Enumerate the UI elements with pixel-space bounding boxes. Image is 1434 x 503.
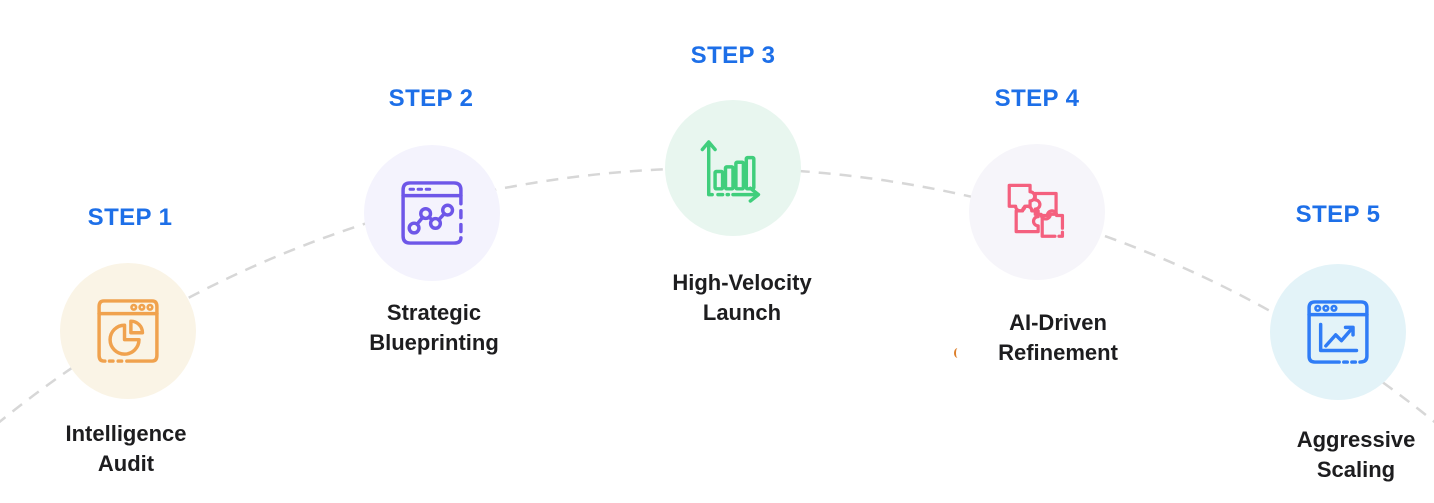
puzzle-pieces-icon bbox=[1007, 183, 1065, 238]
step-1-circle bbox=[60, 263, 196, 399]
step-2-title-line1: Strategic bbox=[386, 300, 482, 325]
step-4-heading: STEP 4 bbox=[994, 85, 1080, 112]
step-3-title-line1: High-Velocity bbox=[672, 270, 812, 295]
step-2-circle bbox=[364, 145, 500, 281]
growth-bar-chart-icon bbox=[700, 140, 761, 203]
step-3-title: High-Velocity Launch bbox=[672, 268, 811, 328]
step-4-title-line1: AI-Driven bbox=[1009, 310, 1107, 335]
browser-pie-chart-icon bbox=[97, 299, 159, 363]
step-1-heading: STEP 1 bbox=[87, 204, 173, 231]
step-4-title: AI-Driven Refinement bbox=[998, 308, 1118, 368]
step-5-title-line1: Aggressive bbox=[1296, 427, 1416, 452]
step-3-title-line2: Launch bbox=[702, 300, 782, 325]
step-1-title-line2: Audit bbox=[97, 451, 155, 476]
step-1-title: Intelligence Audit bbox=[65, 419, 186, 479]
step-5-circle bbox=[1270, 264, 1406, 400]
step-2-title: Strategic Blueprinting bbox=[369, 298, 499, 358]
step-4-title-line2: Refinement bbox=[998, 340, 1118, 365]
step-5-title-line2: Scaling bbox=[1316, 457, 1396, 482]
step-3-heading: STEP 3 bbox=[690, 42, 776, 69]
step-2-title-line2: Blueprinting bbox=[369, 330, 499, 355]
stray-mark bbox=[954, 348, 961, 358]
step-3-circle bbox=[665, 100, 801, 236]
step-4-circle bbox=[969, 144, 1105, 280]
browser-line-chart-icon bbox=[1307, 300, 1369, 364]
step-5-heading: STEP 5 bbox=[1295, 201, 1381, 228]
step-5-title: Aggressive Scaling bbox=[1297, 425, 1416, 485]
browser-node-graph-icon bbox=[401, 181, 463, 245]
step-2-heading: STEP 2 bbox=[388, 85, 474, 112]
step-1-title-line1: Intelligence bbox=[65, 421, 187, 446]
